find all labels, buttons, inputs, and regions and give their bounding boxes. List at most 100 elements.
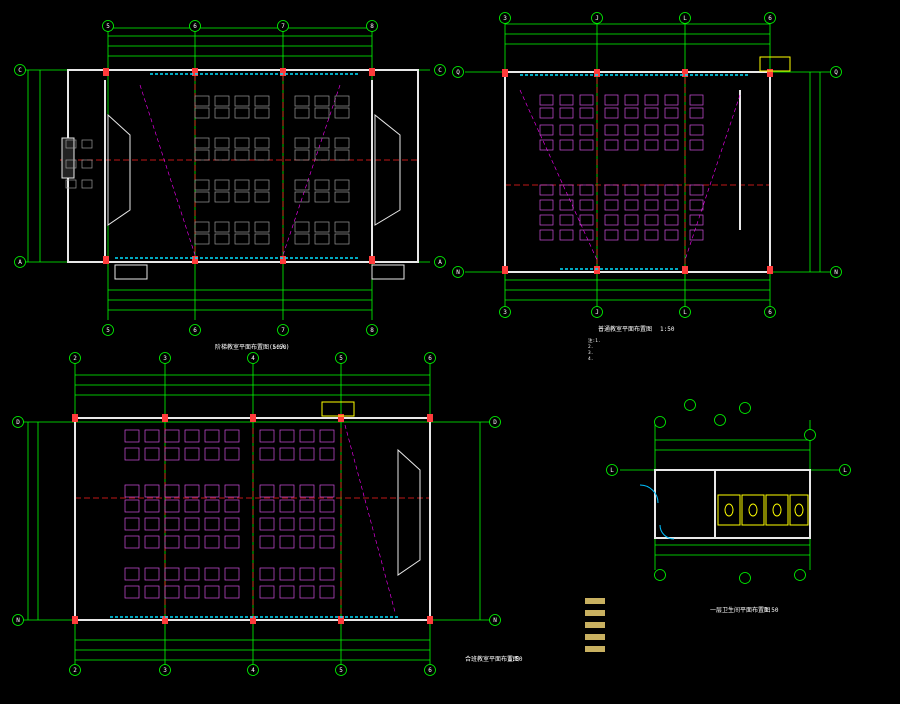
combined-desk [279,447,295,461]
classroom-desk [604,229,619,241]
classroom-desk [559,94,574,106]
plan2-diagonals [519,89,741,261]
lecture-desk [194,191,210,203]
lecture-desk [314,191,330,203]
p4-right-grid-label: L [843,467,847,474]
p3-bottom-grid-label: 6 [428,667,432,674]
p2-top-grid-circle [679,12,691,24]
legend [585,598,605,652]
p4-callout-bubble [714,414,726,426]
combined-desk [204,429,220,443]
combined-desk [279,517,295,531]
combined-desk [319,484,335,498]
p1-bottom-grid-label: 8 [370,327,374,334]
lecture-desk [314,233,330,245]
p3-right-grid-circle [489,416,501,428]
combined-desk [184,567,200,581]
combined-desk [224,429,240,443]
legend-swatch-5 [585,646,605,652]
plan2-notes: 注:1. 2. 3. 4. [588,337,601,362]
p2-bottom-grid-label: L [683,309,687,316]
side-seat [65,179,77,189]
classroom-desk [664,124,679,136]
combined-desk [124,517,140,531]
classroom-desk [539,94,554,106]
lecture-desk [214,191,230,203]
classroom-desk [689,199,704,211]
plan2-desk-grid [539,94,704,241]
combined-desk [204,585,220,599]
combined-desk [299,484,315,498]
p4-left-grid-label: L [610,467,614,474]
p2-left-grid-label: Q [456,69,460,76]
p1-top-grid-circle [102,20,114,32]
p1-left-grid-label: C [18,67,22,74]
side-seat [81,179,93,189]
plan2-axes [505,78,770,268]
combined-desk [204,535,220,549]
legend-swatch-1 [585,598,605,604]
p4-callout-bubble [684,399,696,411]
combined-desk [144,535,160,549]
p4-callout-bubble [804,429,816,441]
plan2-scale: 1:50 [660,326,675,333]
classroom-desk [689,229,704,241]
combined-desk [319,567,335,581]
side-seat [81,139,93,149]
lecture-desk [234,137,250,149]
classroom-desk [644,94,659,106]
lecture-desk [334,107,350,119]
classroom-desk [644,199,659,211]
p3-bottom-grid-label: 3 [163,667,167,674]
lecture-desk [334,221,350,233]
combined-desk [224,567,240,581]
combined-desk [144,517,160,531]
plan2-note-4: 4. [588,356,593,362]
plan2-columns [502,69,773,274]
classroom-desk [559,124,574,136]
combined-desk [279,535,295,549]
plan1-door-box [114,264,405,280]
legend-swatch-2 [585,610,605,616]
p3-left-grid-label: N [16,617,20,624]
combined-desk [224,585,240,599]
lecture-desk [334,137,350,149]
combined-desk [279,567,295,581]
p3-right-grid-circle [489,614,501,626]
lecture-desk [334,191,350,203]
combined-desk [144,567,160,581]
lecture-desk [214,95,230,107]
combined-desk [319,447,335,461]
combined-desk [319,429,335,443]
p2-bottom-grid-circle [679,306,691,318]
p2-bottom-grid-label: 3 [503,309,507,316]
p3-right-grid-label: D [493,419,497,426]
p1-bottom-grid-circle [366,324,378,336]
lecture-desk [294,149,310,161]
classroom-desk [604,107,619,119]
classroom-desk [604,139,619,151]
lecture-desk [254,107,270,119]
p4-right-grid-circle [839,464,851,476]
combined-desk [279,585,295,599]
classroom-desk [539,199,554,211]
p3-left-grid-label: D [16,419,20,426]
combined-desk [164,585,180,599]
p1-top-grid-circle [189,20,201,32]
p1-bottom-grid-label: 6 [193,327,197,334]
classroom-desk [579,107,594,119]
classroom-desk [539,229,554,241]
p2-left-grid-circle [452,266,464,278]
combined-desk [299,585,315,599]
plan3-diagonals [344,424,396,613]
p1-top-grid-label: 7 [281,23,285,30]
combined-desk [184,429,200,443]
combined-desk [144,585,160,599]
